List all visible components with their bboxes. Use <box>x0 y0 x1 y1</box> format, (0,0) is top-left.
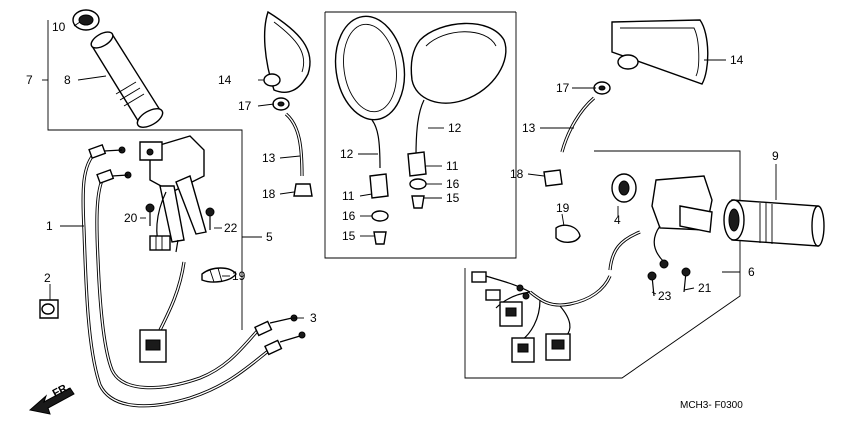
callout-labels: 10 7 8 1 2 3 5 14 17 13 18 20 22 19 12 1… <box>26 20 779 325</box>
callout-4: 4 <box>614 213 621 227</box>
callout-13-right: 13 <box>522 121 536 135</box>
callout-19-left: 19 <box>232 269 246 283</box>
throttle-sleeve-4 <box>611 173 637 203</box>
callout-8: 8 <box>64 73 71 87</box>
right-grip <box>723 199 825 247</box>
callout-14-left: 14 <box>218 73 232 87</box>
screw-21 <box>681 267 691 293</box>
throttle-cable-assembly <box>81 143 306 408</box>
group-box-right-switch <box>464 150 741 379</box>
callout-17-left: 17 <box>238 99 252 113</box>
callout-15-right: 15 <box>446 191 460 205</box>
screw-22 <box>205 207 215 230</box>
center-mirror-left <box>334 15 406 245</box>
clamp-19-left <box>201 267 237 283</box>
callout-11-left: 11 <box>342 189 355 203</box>
callout-7: 7 <box>26 73 33 87</box>
nut-18-right <box>543 169 563 187</box>
callout-15-left: 15 <box>342 229 356 243</box>
left-mirror <box>263 10 311 93</box>
right-mirror <box>611 19 709 85</box>
callout-2: 2 <box>44 271 51 285</box>
callout-18-left: 18 <box>262 187 276 201</box>
mirror-stem-13-left <box>284 112 304 177</box>
callout-9: 9 <box>772 149 779 163</box>
callout-11-right: 11 <box>446 159 459 173</box>
grip-end-cap <box>72 9 100 31</box>
callout-12-right: 12 <box>448 121 462 135</box>
clamp-19-right <box>555 224 581 243</box>
group-box-mirrors <box>324 11 517 259</box>
callout-14-right: 14 <box>730 53 744 67</box>
callout-21: 21 <box>698 281 712 295</box>
callout-3: 3 <box>310 311 317 325</box>
callout-19-right: 19 <box>556 201 570 215</box>
right-wiring-harness <box>471 271 612 363</box>
front-direction-arrow <box>28 387 75 415</box>
callout-10: 10 <box>52 20 66 34</box>
leader-lines <box>42 21 777 319</box>
callout-18-right: 18 <box>510 167 524 181</box>
nut-18-left <box>293 183 313 197</box>
callout-12-left: 12 <box>340 147 354 161</box>
right-switch-housing <box>608 175 713 271</box>
callout-6: 6 <box>748 265 755 279</box>
mirror-nut-17-left <box>272 97 290 111</box>
callout-20: 20 <box>124 211 138 225</box>
callout-23: 23 <box>658 289 672 303</box>
callout-13-left: 13 <box>262 151 276 165</box>
callout-16-right: 16 <box>446 177 460 191</box>
mirror-stem-13-right <box>560 96 596 153</box>
callout-1: 1 <box>46 219 53 233</box>
screw-20 <box>145 203 155 226</box>
cable-clip-2 <box>39 299 59 319</box>
callout-16-left: 16 <box>342 209 356 223</box>
left-switch-housing <box>139 135 207 363</box>
center-mirror-right <box>407 22 507 209</box>
callout-17-right: 17 <box>556 81 570 95</box>
callout-5: 5 <box>266 230 273 244</box>
figure-code: MCH3- F0300 <box>680 400 743 411</box>
mirror-nut-17-right <box>593 81 611 95</box>
left-grip <box>90 31 164 128</box>
callout-22: 22 <box>224 221 238 235</box>
